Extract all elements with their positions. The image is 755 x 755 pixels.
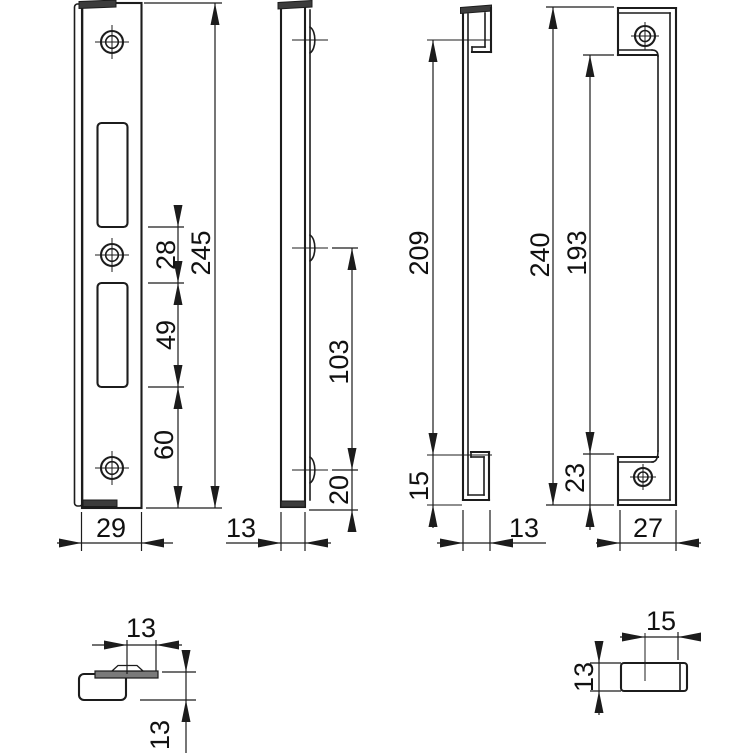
dim-label-slot-span: 49 xyxy=(151,320,181,350)
angle-side-top-hook xyxy=(470,6,493,54)
detail-clip-profile: 13 13 xyxy=(77,613,196,753)
dim-label-block-width: 15 xyxy=(646,606,676,636)
view-angle-front: 240 193 23 27 xyxy=(525,6,701,551)
dim-label-clip-depth: 13 xyxy=(145,720,175,750)
bolt-slot xyxy=(96,281,129,389)
screw-hole xyxy=(630,464,656,490)
view-plate-front: 28 49 60 245 29 xyxy=(57,0,222,551)
screw-hole xyxy=(95,451,129,485)
dim-label-hole-span: 103 xyxy=(324,339,354,384)
dim-label-bottom-offset: 15 xyxy=(404,471,434,501)
plate-bottom-fold xyxy=(82,499,118,507)
dim-label-bottom-offset: 20 xyxy=(324,475,354,505)
dim-label-block-depth: 13 xyxy=(569,662,599,692)
angle-front-top-tab xyxy=(616,6,678,57)
dim-label-plate-width: 29 xyxy=(96,513,126,543)
block-body xyxy=(619,661,689,693)
dim-label-total-height: 245 xyxy=(186,230,216,275)
screw-hole xyxy=(631,22,659,50)
dim-label-gap: 28 xyxy=(151,240,181,270)
angle-side-bottom-hook xyxy=(461,450,491,502)
dimension-lines-block xyxy=(590,632,701,715)
dimension-lines-plate-side xyxy=(226,247,358,551)
dimension-lines-angle-side xyxy=(427,39,546,551)
plate-top-fold xyxy=(78,0,117,10)
detail-block-profile: 15 13 xyxy=(569,606,701,715)
dim-label-thickness: 13 xyxy=(226,513,256,543)
dim-label-total-height: 240 xyxy=(525,232,555,277)
countersunk-hole-profile xyxy=(292,455,328,485)
latch-slot xyxy=(96,121,129,229)
dim-label-thickness: 13 xyxy=(509,513,539,543)
plate-side-bottom-fold xyxy=(280,500,306,508)
dimension-lines-angle-front xyxy=(546,6,701,551)
plate-side-top-fold xyxy=(277,0,313,10)
angle-front-bottom-tab xyxy=(616,455,678,507)
dimension-lines-plate-front xyxy=(57,2,222,551)
dim-label-inner-span: 193 xyxy=(562,230,592,275)
angle-front-edge-bar xyxy=(651,6,678,507)
dim-label-hook-span: 209 xyxy=(404,230,434,275)
screw-hole xyxy=(95,238,129,272)
countersunk-hole-profile xyxy=(292,25,328,55)
dim-label-clip-width: 13 xyxy=(126,613,156,643)
countersunk-hole-profile xyxy=(292,233,328,263)
dim-label-width: 27 xyxy=(633,513,663,543)
view-angle-side: 209 15 13 xyxy=(404,4,546,551)
dim-label-tab-height: 23 xyxy=(560,463,590,493)
dim-label-lower: 60 xyxy=(149,430,179,460)
view-plate-side: 103 20 13 xyxy=(226,0,358,551)
screw-hole xyxy=(95,25,129,59)
dimension-lines-clip xyxy=(92,640,196,753)
